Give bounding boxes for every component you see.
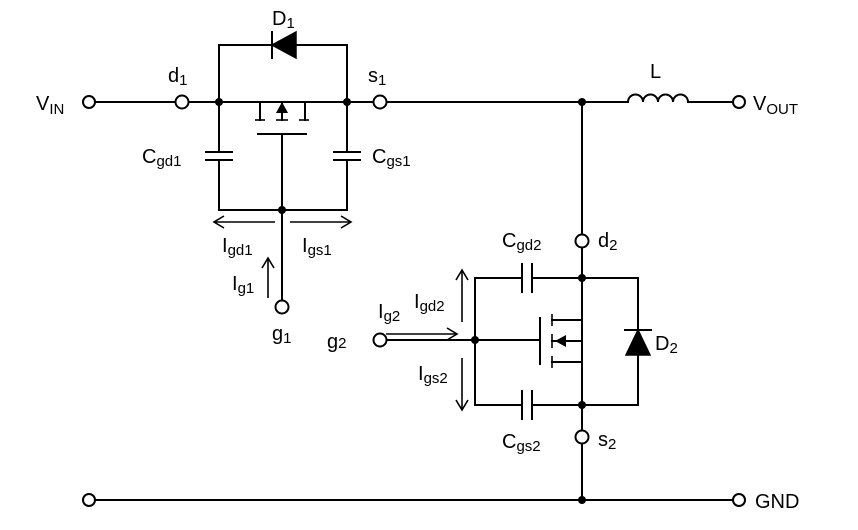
terminal-vin	[82, 95, 96, 109]
arrow-ig1	[261, 256, 275, 298]
junctions	[215, 98, 586, 504]
label-diode-d1: D1	[272, 8, 295, 32]
terminal-gnd-left	[82, 493, 96, 507]
terminal-d2	[574, 233, 590, 249]
capacitor-cgs1	[333, 101, 361, 211]
label-diode-d2: D2	[655, 333, 678, 357]
label-gnd: GND	[755, 491, 799, 513]
terminal-gnd	[732, 493, 746, 507]
terminal-d1	[174, 94, 190, 110]
arrow-igs1	[290, 215, 353, 229]
arrow-ig2	[386, 327, 459, 341]
diode-d1-symbol	[270, 30, 297, 60]
terminal-vout	[732, 95, 746, 109]
diode-d2-symbol	[624, 328, 652, 356]
label-inductor: L	[650, 61, 661, 83]
terminal-s1	[372, 94, 388, 110]
label-cgs2: Cgs2	[502, 431, 541, 455]
label-igd2: Igd2	[414, 291, 445, 315]
label-vin: VIN	[36, 93, 64, 118]
mosfet-q2	[539, 314, 583, 368]
arrow-igs2	[455, 358, 469, 412]
label-vout: VOUT	[753, 93, 798, 118]
label-cgs1: Cgs1	[372, 146, 411, 170]
label-ig1: Ig1	[232, 273, 254, 297]
label-igs2: Igs2	[418, 363, 448, 387]
label-g1: g1	[272, 323, 291, 347]
label-d2: d2	[598, 230, 617, 254]
label-s1: s1	[368, 65, 386, 89]
mosfet-q1	[255, 101, 309, 301]
label-g2: g2	[327, 331, 346, 353]
label-cgd1: Cgd1	[142, 146, 181, 170]
terminal-g2	[372, 332, 388, 348]
terminal-g1	[274, 299, 290, 315]
label-ig2: Ig2	[378, 301, 400, 325]
terminal-s2	[574, 429, 590, 445]
label-igs1: Igs1	[302, 235, 332, 259]
capacitor-cgd2	[521, 263, 533, 293]
inductor-l	[626, 93, 690, 104]
label-cgd2: Cgd2	[502, 230, 541, 254]
capacitor-cgd1	[205, 101, 233, 211]
capacitor-cgs2	[521, 390, 533, 420]
arrow-igd1	[212, 215, 275, 229]
label-igd1: Igd1	[222, 235, 253, 259]
diode-d1-branch	[218, 30, 348, 103]
label-d1: d1	[168, 65, 187, 89]
label-s2: s2	[598, 429, 616, 453]
arrow-igd2	[455, 268, 469, 322]
